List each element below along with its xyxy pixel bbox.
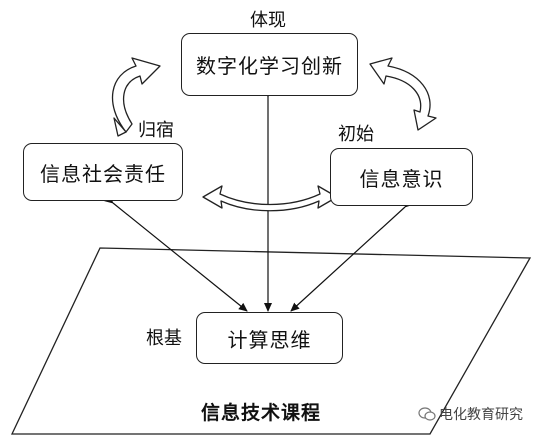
curved-arrow-left-top — [111, 57, 161, 137]
label-origin: 初始 — [338, 124, 374, 145]
label-destination: 归宿 — [138, 120, 174, 141]
wechat-icon — [418, 407, 436, 421]
connector-right-bottom — [290, 198, 414, 312]
node-digital-learning-innovation: 数字化学习创新 — [181, 33, 358, 96]
curved-arrow-left-right — [202, 185, 338, 212]
watermark: 电化教育研究 — [418, 404, 523, 424]
node-computational-thinking: 计算思维 — [196, 312, 343, 364]
label-it-curriculum: 信息技术课程 — [201, 402, 322, 424]
label-embodiment: 体现 — [250, 10, 286, 31]
node-social-responsibility: 信息社会责任 — [23, 143, 183, 201]
watermark-text: 电化教育研究 — [439, 407, 523, 423]
label-foundation: 根基 — [146, 328, 182, 349]
connector-left-bottom — [104, 194, 248, 312]
node-information-awareness: 信息意识 — [330, 148, 473, 206]
curved-arrow-top-right — [369, 57, 437, 131]
